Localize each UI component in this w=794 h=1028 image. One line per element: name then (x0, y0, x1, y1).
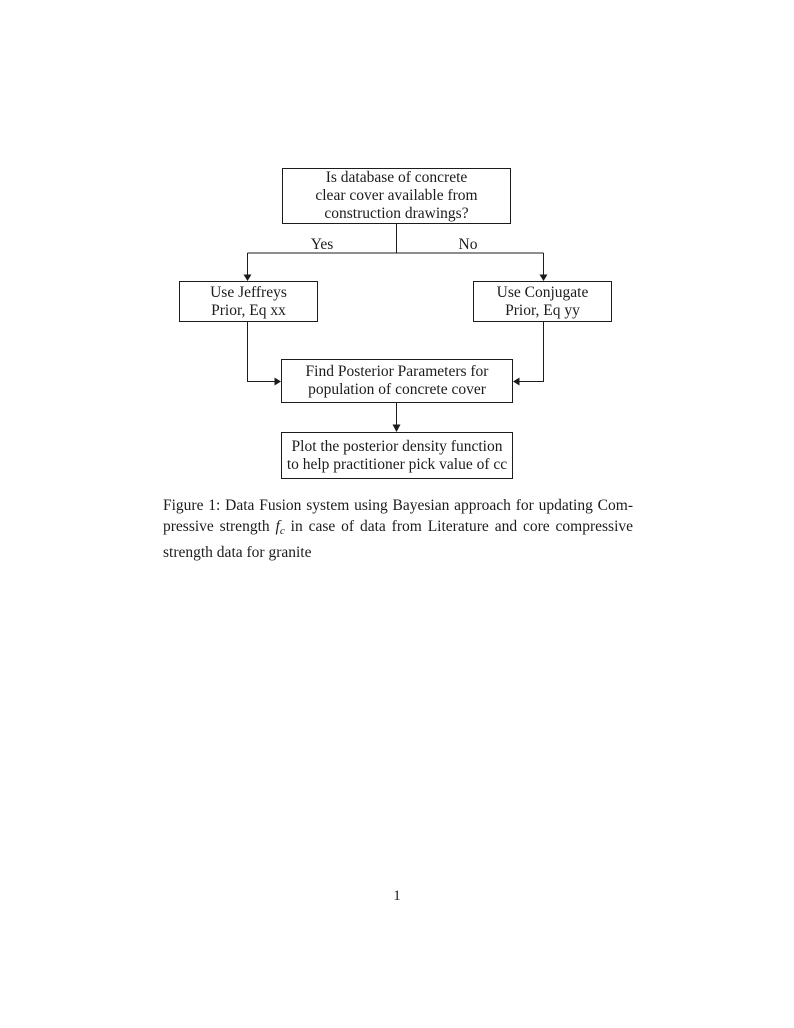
posterior-parameters-box-line1: Find Posterior Parameters for (305, 363, 489, 380)
conjugate-prior-box-line2: Prior, Eq yy (505, 301, 580, 319)
decision-box-line3: construction drawings? (324, 205, 469, 222)
figure-caption-line3: strength data for granite (163, 544, 312, 561)
jeffreys-prior-box: Use Jeffreys Prior, Eq xx (179, 281, 318, 322)
math-fc-variable: f (275, 518, 280, 535)
connector-jeffreys-to-posterior-line (247, 322, 275, 382)
jeffreys-prior-box-line2: Prior, Eq xx (211, 301, 286, 319)
no-branch-label: No (458, 236, 478, 253)
page-number: 1 (393, 888, 401, 904)
connector-conjugate-to-posterior-line (519, 322, 544, 382)
figure-caption-line1: Figure 1: Data Fusion system using Bayes… (163, 497, 633, 514)
posterior-parameters-box: Find Posterior Parameters for population… (281, 359, 513, 403)
figure-caption-line2: pressive strength fc in case of data fro… (163, 516, 633, 542)
caption-line2-text-after: in case of data from Literature and core… (290, 518, 634, 535)
arrowhead-down-into-plot (392, 424, 401, 432)
decision-box-line1: Is database of concrete (325, 169, 468, 186)
plot-density-box-line2: to help practitioner pick value of cc (286, 455, 508, 473)
decision-box: Is database of concrete clear cover avai… (282, 168, 511, 224)
math-fc-subscript: c (279, 525, 285, 537)
posterior-parameters-box-line2: population of concrete cover (308, 381, 486, 398)
yes-branch-label: Yes (310, 236, 334, 253)
figure-caption: Figure 1: Data Fusion system using Bayes… (163, 495, 633, 563)
decision-box-line2: clear cover available from (315, 187, 478, 204)
caption-line2-text-before: pressive strength (163, 518, 270, 535)
plot-density-box: Plot the posterior density function to h… (281, 432, 513, 479)
arrowhead-left-into-posterior (513, 377, 520, 386)
conjugate-prior-box: Use Conjugate Prior, Eq yy (473, 281, 612, 322)
conjugate-prior-box-line1: Use Conjugate (496, 283, 589, 301)
jeffreys-prior-box-line1: Use Jeffreys (210, 283, 287, 301)
plot-density-box-line1: Plot the posterior density function (291, 437, 503, 455)
